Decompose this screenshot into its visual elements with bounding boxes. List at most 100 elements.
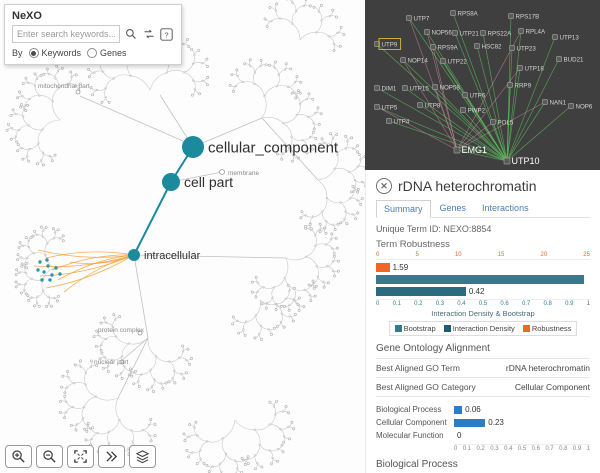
- network-edge: [376, 87, 508, 162]
- network-node[interactable]: NOP58: [432, 84, 461, 91]
- layers-button[interactable]: [129, 445, 156, 468]
- genes-radio[interactable]: [87, 48, 98, 58]
- network-node[interactable]: UTP21: [452, 30, 480, 37]
- axis-tick: 0.9: [572, 446, 582, 452]
- bar-value-label: 0.06: [465, 405, 481, 414]
- network-node[interactable]: HSC82: [474, 43, 503, 50]
- network-node[interactable]: RPS22A: [480, 30, 513, 37]
- tree-term-label[interactable]: nuclear part: [94, 359, 129, 366]
- network-node[interactable]: UTP6: [462, 92, 486, 99]
- search-by-label: By: [12, 48, 23, 58]
- highlight-box: [378, 38, 402, 50]
- network-node[interactable]: UTP13: [552, 34, 580, 41]
- search-button[interactable]: [123, 27, 138, 42]
- tree-node-label[interactable]: cell part: [184, 174, 233, 190]
- network-node[interactable]: UTP4: [386, 118, 410, 125]
- network-node[interactable]: EMG1: [453, 145, 487, 155]
- search-icon: [125, 29, 136, 39]
- ontology-tree-canvas[interactable]: mitochondrial part membrane protein comple…: [0, 0, 365, 473]
- network-node[interactable]: NOP56: [424, 29, 453, 36]
- layers-icon: [135, 450, 150, 464]
- network-node[interactable]: BUD21: [556, 56, 585, 63]
- network-edge: [404, 87, 508, 162]
- network-node[interactable]: NOP14: [400, 57, 429, 64]
- network-edge: [454, 32, 508, 162]
- axis-tick: 1: [586, 301, 590, 307]
- network-node[interactable]: NOP6: [568, 103, 593, 110]
- network-node[interactable]: UTP7: [406, 15, 430, 22]
- network-edge: [476, 45, 508, 162]
- tree-term-label[interactable]: protein complex: [98, 327, 145, 334]
- zoom-in-button[interactable]: [5, 445, 32, 468]
- network-node[interactable]: RPS17B: [508, 13, 540, 20]
- gene-label: UTP6: [470, 92, 486, 99]
- reset-search-button[interactable]: [141, 27, 156, 42]
- fit-to-screen-icon: [74, 450, 87, 463]
- go-category-value: Cellular Component: [514, 382, 590, 392]
- tree-term-label[interactable]: membrane: [228, 170, 259, 177]
- network-edge: [464, 94, 508, 162]
- network-node[interactable]: RPL4A: [518, 28, 546, 35]
- mode-genes[interactable]: Genes: [87, 48, 127, 58]
- network-edge: [432, 46, 458, 151]
- axis-tick: 0.7: [545, 446, 554, 452]
- go-term-row: Best Aligned GO Term rDNA heterochromati…: [376, 359, 590, 378]
- network-node[interactable]: UTP15: [402, 85, 430, 92]
- gene-label: RPS17B: [516, 13, 540, 20]
- legend-swatch: [394, 325, 402, 332]
- fit-to-screen-button[interactable]: [67, 445, 94, 468]
- highlighted-gene-edge: [45, 251, 135, 259]
- network-node[interactable]: UTP18: [517, 65, 545, 72]
- network-node[interactable]: UTP22: [440, 58, 468, 65]
- legend-item: Interaction Density: [443, 324, 515, 333]
- tree-node-label[interactable]: intracellular: [144, 250, 201, 262]
- network-edge: [506, 105, 572, 162]
- network-node[interactable]: RPS9A: [430, 44, 459, 51]
- category-bar: [454, 405, 463, 414]
- network-edge: [506, 101, 546, 162]
- tree-node-cell-part[interactable]: [162, 173, 180, 191]
- tree-node-cellular-component[interactable]: [182, 136, 204, 158]
- gene-label: PWP2: [468, 107, 486, 114]
- gene-label: BUD21: [564, 56, 585, 63]
- tree-term-label[interactable]: mitochondrial part: [38, 83, 90, 90]
- axis-tick: 0.2: [414, 301, 423, 307]
- keywords-radio[interactable]: [28, 48, 39, 58]
- mode-keywords[interactable]: Keywords: [28, 48, 81, 58]
- tab-summary[interactable]: Summary: [376, 200, 431, 218]
- network-node[interactable]: DIM1: [374, 85, 397, 92]
- bar-value-label: 0.23: [488, 418, 504, 427]
- close-detail-button[interactable]: ✕: [376, 178, 392, 194]
- network-node[interactable]: UTP10: [503, 156, 540, 166]
- network-node[interactable]: POL5: [490, 119, 514, 126]
- axis-tick: 0.6: [531, 446, 540, 452]
- axis-tick: 0.6: [500, 301, 509, 307]
- network-node[interactable]: UTP9: [374, 38, 402, 50]
- help-button[interactable]: ?: [159, 27, 174, 42]
- network-node[interactable]: RPS8A: [450, 10, 479, 17]
- category-label: Cellular Component: [376, 418, 447, 427]
- network-node[interactable]: RRP9: [507, 82, 532, 89]
- gene-label: UTP7: [414, 15, 430, 22]
- expand-depth-button[interactable]: [98, 445, 125, 468]
- gene-label: HSC82: [482, 43, 503, 50]
- network-node[interactable]: UTP8: [417, 102, 441, 109]
- network-node[interactable]: UTP5: [374, 104, 398, 111]
- axis-tick: 0.2: [476, 446, 485, 452]
- network-node[interactable]: PWP2: [460, 107, 486, 114]
- tab-genes[interactable]: Genes: [439, 203, 467, 213]
- search-input[interactable]: [12, 25, 120, 43]
- network-node[interactable]: UTP23: [509, 45, 537, 52]
- tree-node-label[interactable]: cellular_component: [208, 139, 339, 156]
- zoom-out-button[interactable]: [36, 445, 63, 468]
- reset-arrows-icon: [144, 29, 153, 39]
- tree-node-intracellular[interactable]: [128, 249, 140, 261]
- legend-swatch: [443, 325, 451, 332]
- network-edge: [462, 109, 508, 162]
- unique-term-id: Unique Term ID: NEXO:8854: [376, 224, 492, 234]
- network-node[interactable]: NAN1: [542, 99, 567, 106]
- tab-interactions[interactable]: Interactions: [482, 203, 529, 213]
